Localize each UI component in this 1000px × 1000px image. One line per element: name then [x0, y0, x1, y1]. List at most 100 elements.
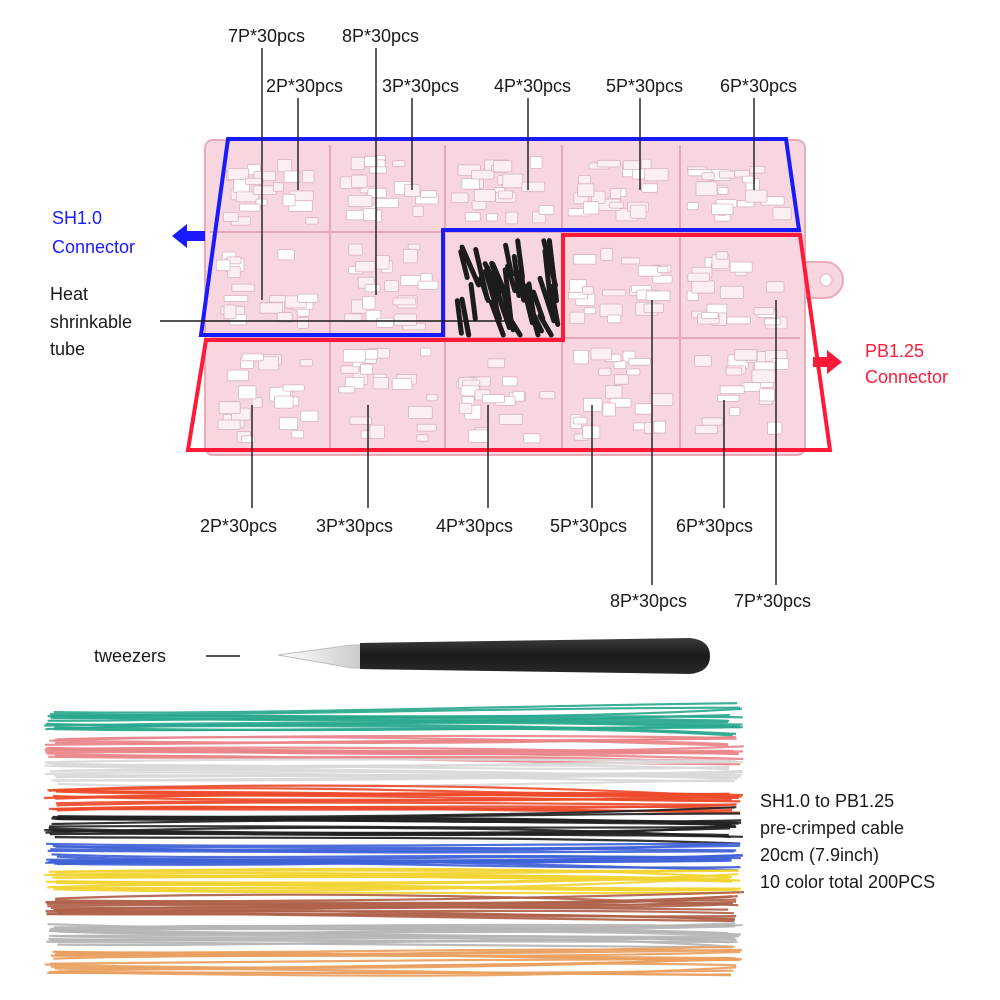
label-pb-8p: 8P*30pcs: [610, 591, 687, 611]
connector-part: [569, 311, 586, 325]
connector-part: [392, 160, 406, 168]
heat-shrink-tube: [548, 283, 561, 327]
connector-part: [416, 434, 429, 442]
wire: [50, 929, 733, 938]
heat-shrink-tube: [531, 289, 546, 322]
connector-part: [393, 313, 418, 326]
heat-shrink-tube: [489, 260, 503, 292]
caption-line-3: 20cm (7.9inch): [760, 845, 880, 865]
connector-part: [383, 280, 399, 293]
cable-caption: SH1.0 to PB1.25 pre-crimped cable 20cm (…: [760, 788, 935, 896]
wire: [50, 844, 740, 851]
heat-shrink-tube: [458, 249, 470, 280]
connector-part: [711, 203, 734, 215]
connector-part: [363, 155, 378, 167]
label-pb-6p: 6P*30pcs: [676, 516, 753, 536]
connector-part: [218, 401, 241, 415]
wire: [50, 763, 730, 770]
connector-part: [701, 311, 719, 319]
connector-part: [622, 160, 642, 170]
connector-part: [538, 205, 555, 215]
connector-part: [272, 181, 284, 192]
label-sh-8p: 8P*30pcs: [342, 26, 419, 46]
wire: [51, 869, 733, 879]
connector-part: [614, 374, 629, 385]
connector-part: [226, 266, 241, 279]
connector-part: [717, 186, 729, 195]
wire: [56, 801, 736, 807]
connector-part: [481, 394, 505, 404]
connector-part: [360, 363, 374, 375]
connector-part: [497, 190, 513, 200]
connector-part: [744, 189, 768, 203]
label-sh-3p: 3P*30pcs: [382, 76, 459, 96]
connector-part: [753, 307, 775, 316]
heat-shrink-tube: [468, 282, 478, 322]
connector-part: [521, 181, 546, 193]
connector-part: [376, 317, 394, 328]
wire: [47, 922, 736, 931]
connector-part: [239, 203, 261, 212]
wire: [55, 739, 729, 746]
wire: [49, 824, 732, 837]
connector-part: [391, 378, 413, 390]
connector-part: [297, 293, 319, 303]
wire: [47, 715, 743, 722]
connector-part: [734, 349, 758, 361]
connector-part: [653, 420, 666, 434]
connector-part: [277, 159, 293, 173]
connector-part: [473, 189, 496, 202]
wire: [55, 893, 739, 907]
connector-part: [694, 355, 712, 367]
connector-part: [296, 308, 310, 317]
connector-part: [600, 247, 614, 261]
connector-part: [347, 194, 373, 208]
connector-part: [729, 261, 753, 273]
wire: [46, 940, 732, 949]
connector-part: [694, 424, 718, 435]
connector-part: [502, 173, 524, 189]
wire: [54, 725, 735, 732]
wire: [50, 957, 742, 965]
connector-part: [649, 393, 674, 406]
connector-part: [641, 183, 658, 193]
label-sh-7p: 7P*30pcs: [228, 26, 305, 46]
connector-part: [763, 318, 782, 326]
connector-part: [751, 369, 776, 383]
connector-part: [299, 359, 314, 367]
wire: [54, 836, 741, 845]
heat-shrink-tube: [502, 267, 514, 327]
connector-part: [215, 259, 231, 272]
connector-part: [759, 388, 775, 402]
connector-part: [726, 316, 751, 325]
connector-part: [426, 394, 438, 402]
connector-part: [375, 197, 399, 209]
connector-part: [498, 413, 523, 425]
heat-shrink-tube: [459, 244, 481, 288]
connector-part: [644, 167, 669, 182]
label-pb-4p: 4P*30pcs: [436, 516, 513, 536]
connector-part: [633, 422, 646, 431]
connector-part: [348, 243, 363, 256]
connector-part: [645, 290, 671, 301]
connector-part: [367, 187, 387, 199]
connector-part: [369, 424, 385, 439]
wire: [53, 888, 739, 895]
label-pb-2p: 2P*30pcs: [200, 516, 277, 536]
connector-part: [493, 160, 513, 173]
wire: [48, 825, 737, 829]
heat-shrink-tubes: [454, 238, 561, 338]
label-tube: tube: [50, 339, 85, 359]
heat-shrink-tube: [459, 296, 472, 338]
connector-part: [501, 376, 518, 387]
wire: [53, 702, 738, 714]
wire: [50, 900, 737, 910]
connector-part: [276, 312, 293, 323]
heat-shrink-tube: [503, 242, 515, 278]
label-pb-7p: 7P*30pcs: [734, 591, 811, 611]
connector-part: [701, 172, 715, 181]
connector-part: [577, 183, 595, 198]
connector-part: [767, 421, 783, 435]
connector-part: [643, 303, 665, 314]
